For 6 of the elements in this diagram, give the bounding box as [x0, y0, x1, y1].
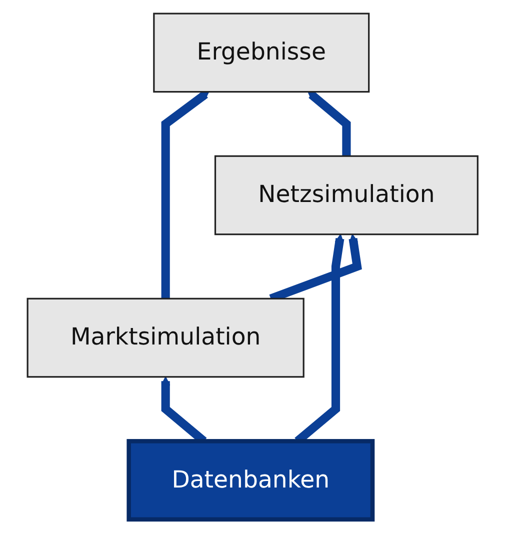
node-box: Marktsimulation: [26, 298, 304, 378]
arrow: [308, 91, 351, 156]
arrow: [161, 90, 210, 299]
node-box: Ergebnisse: [153, 12, 370, 93]
node-box: Datenbanken: [126, 439, 375, 522]
node-box: Netzsimulation: [214, 155, 478, 236]
